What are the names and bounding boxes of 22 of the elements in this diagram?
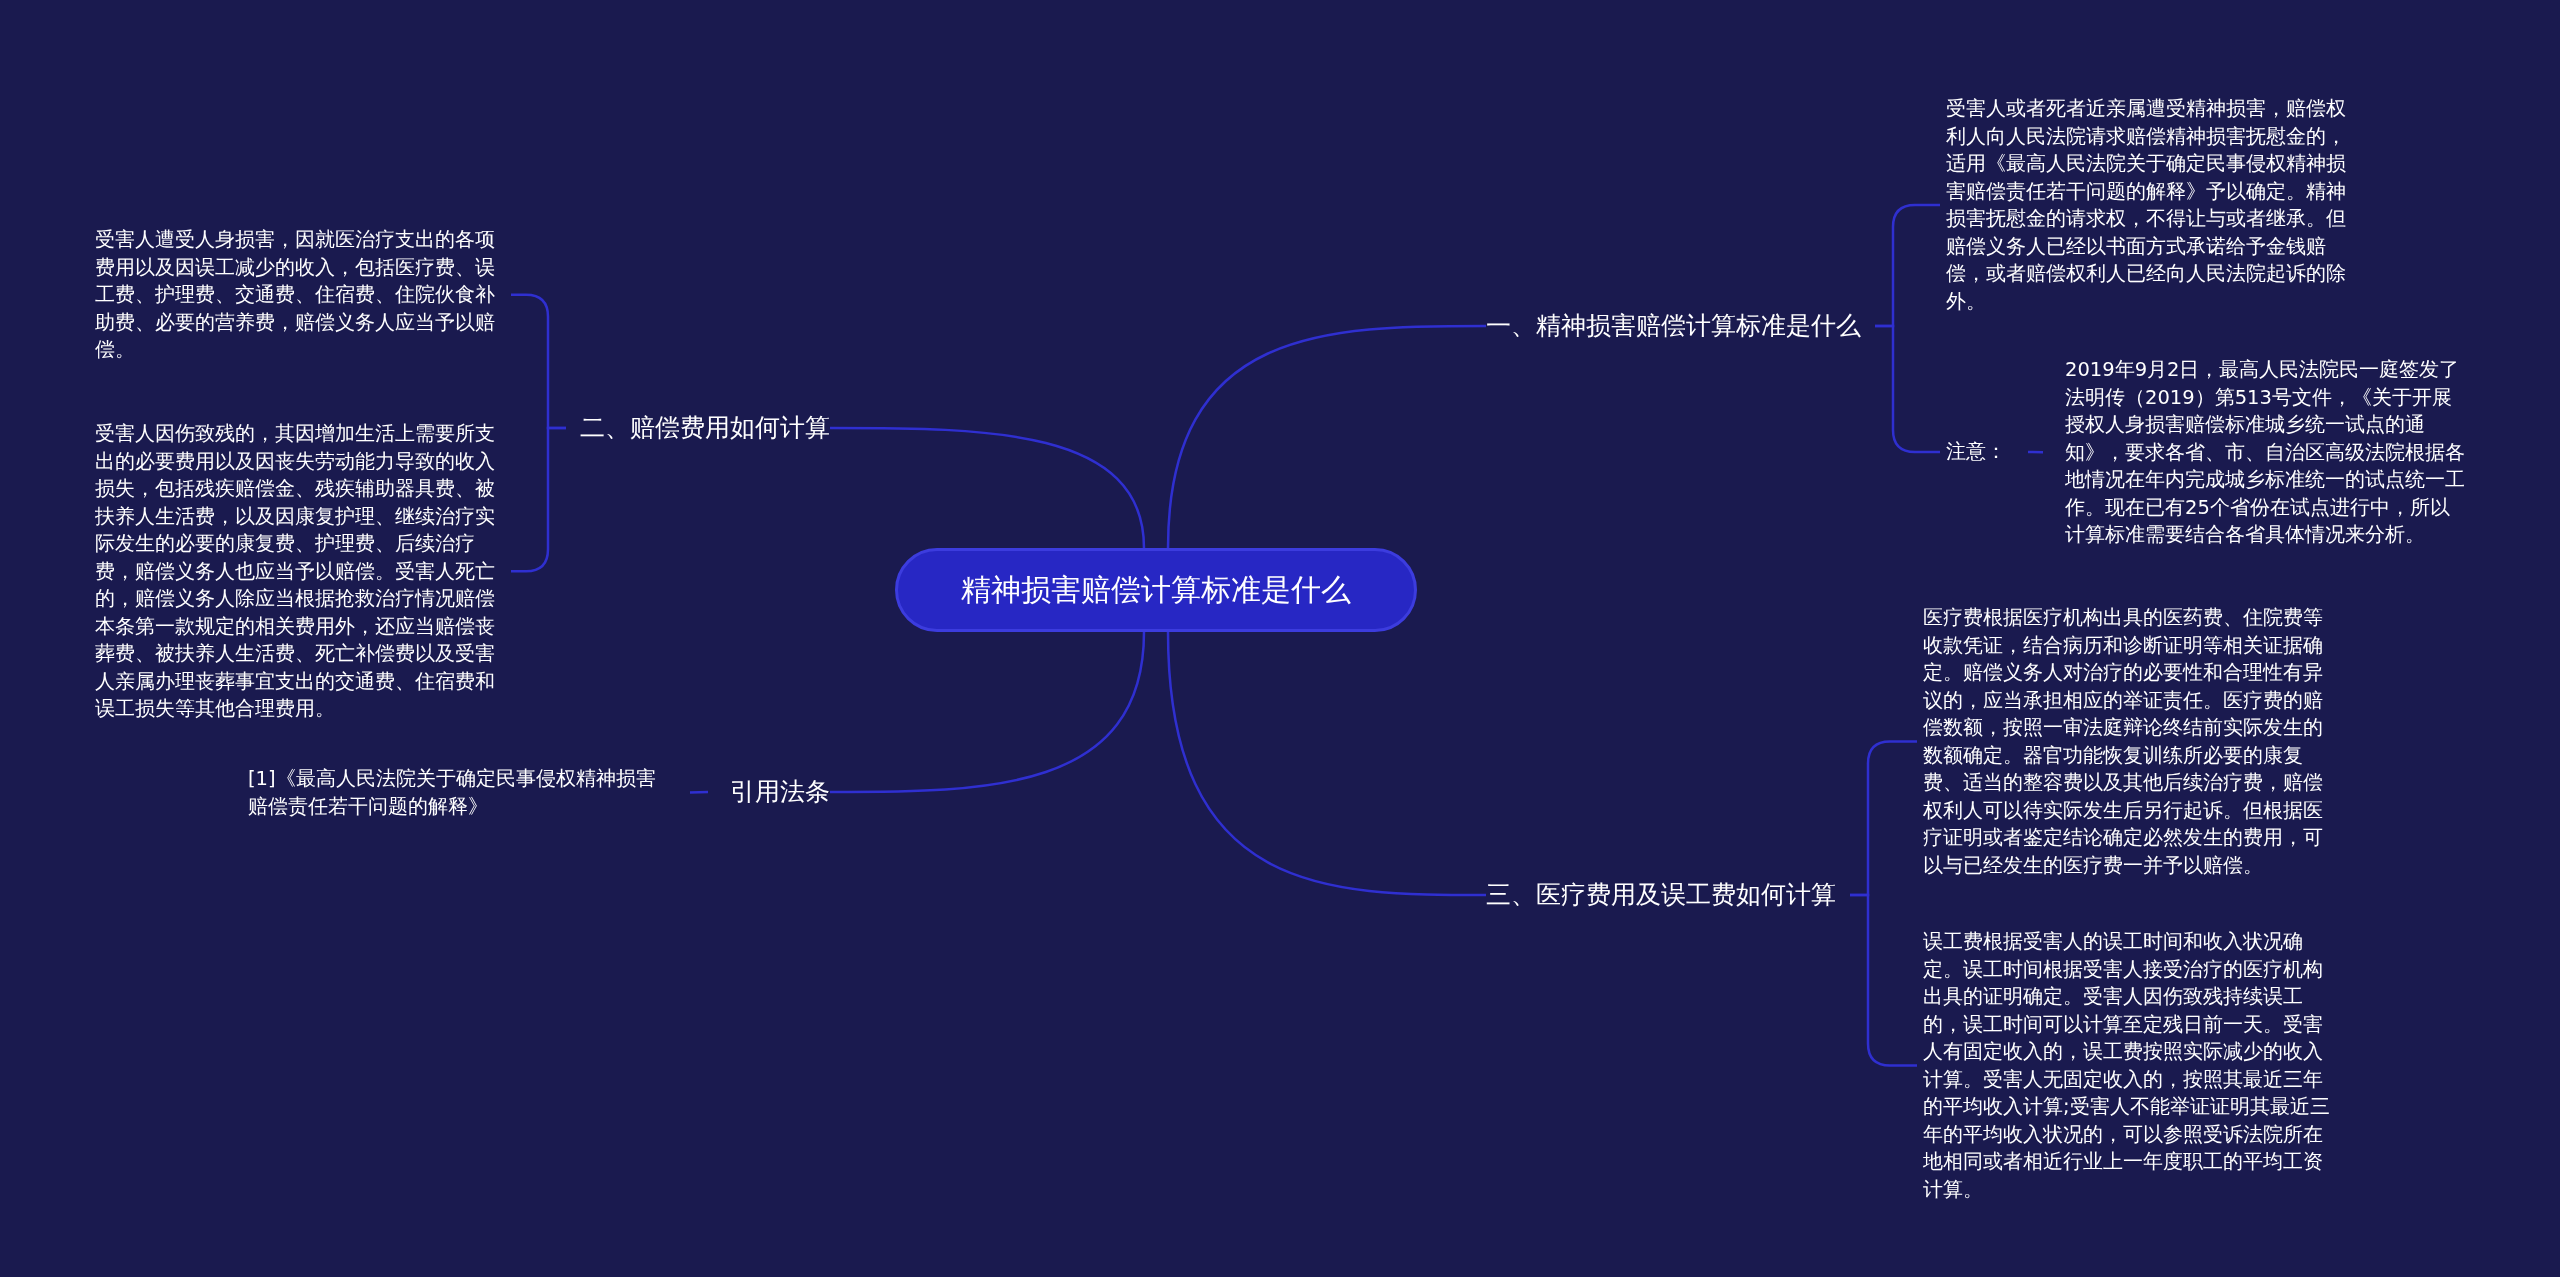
connector-line — [689, 790, 709, 794]
connector-line — [1875, 324, 1940, 454]
note-label: 注意： — [1946, 438, 2006, 466]
note-text: 受害人或者死者近亲属遭受精神损害，赔偿权利人向人民法院请求赔偿精神损害抚慰金的，适用《最高人民法院关于确定民事侵权精神损害赔偿责任若干问题的解释》予以确定。精神损害抚慰金的请求权，不得让与或者继承。但赔偿义务人已经以书面方式承诺给予金钱赔偿，或者赔偿权利人已经向人民法院起诉的除外。 — [1946, 95, 2356, 315]
connector-line — [511, 426, 566, 573]
branch-topic: 引用法条 — [730, 775, 830, 809]
central-topic: 精神损害赔偿计算标准是什么 — [895, 548, 1417, 632]
connector-line — [1166, 631, 1486, 897]
connector-line — [1166, 324, 1486, 549]
note-text: 医疗费根据医疗机构出具的医药费、住院费等收款凭证，结合病历和诊断证明等相关证据确定。赔偿义务人对治疗的必要性和合理性有异议的，应当承担相应的举证责任。医疗费的赔偿数额，按照一审法庭辩论终结前实际发生的数额确定。器官功能恢复训练所必要的康复费、适当的整容费以及其他后续治疗费，赔偿权利人可以待实际发生后另行起诉。但根据医疗证明或者鉴定结论确定必然发生的费用，可以与已经发生的医疗费一并予以赔偿。 — [1923, 604, 2335, 879]
branch-topic: 三、医疗费用及误工费如何计算 — [1486, 878, 1836, 912]
note-text: 受害人遭受人身损害，因就医治疗支出的各项费用以及因误工减少的收入，包括医疗费、误工费、护理费、交通费、住宿费、住院伙食补助费、必要的营养费，赔偿义务人应当予以赔偿。 — [95, 226, 505, 364]
connector-line — [830, 426, 1146, 549]
branch-topic: 一、精神损害赔偿计算标准是什么 — [1486, 309, 1861, 343]
branch-topic: 二、赔偿费用如何计算 — [580, 411, 830, 445]
note-text: [1]《最高人民法院关于确定民事侵权精神损害赔偿责任若干问题的解释》 — [248, 765, 668, 820]
connector-line — [1850, 893, 1917, 1067]
connector-line — [830, 631, 1146, 794]
note-text: 受害人因伤致残的，其因增加生活上需要所支出的必要费用以及因丧失劳动能力导致的收入损失，包括残疾赔偿金、残疾辅助器具费、被扶养人生活费，以及因康复护理、继续治疗实际发生的必要的康复费、护理费、后续治疗费，赔偿义务人也应当予以赔偿。受害人死亡的，赔偿义务人除应当根据抢救治疗情况赔偿本条第一款规定的相关费用外，还应当赔偿丧葬费、被扶养人生活费、死亡补偿费以及受害人亲属办理丧葬事宜支出的交通费、住宿费和误工损失等其他合理费用。 — [95, 420, 505, 723]
note-text: 误工费根据受害人的误工时间和收入状况确定。误工时间根据受害人接受治疗的医疗机构出具的证明确定。受害人因伤致残持续误工的，误工时间可以计算至定残日前一天。受害人有固定收入的，误工费按照实际减少的收入计算。受害人无固定收入的，按照其最近三年的平均收入计算;受害人不能举证证明其最近三年的平均收入状况的，可以参照受诉法院所在地相同或者相近行业上一年度职工的平均工资计算。 — [1923, 928, 2335, 1203]
connector-line — [2028, 450, 2043, 454]
note-text: 2019年9月2日，最高人民法院民一庭签发了法明传（2019）第513号文件，《关于开展授权人身损害赔偿标准城乡统一试点的通知》，要求各省、市、自治区高级法院根据各地情况在年内完成城乡标准统一的试点统一工作。现在已有25个省份在试点进行中，所以计算标准需要结合各省具体情况来分析。 — [2065, 356, 2465, 549]
